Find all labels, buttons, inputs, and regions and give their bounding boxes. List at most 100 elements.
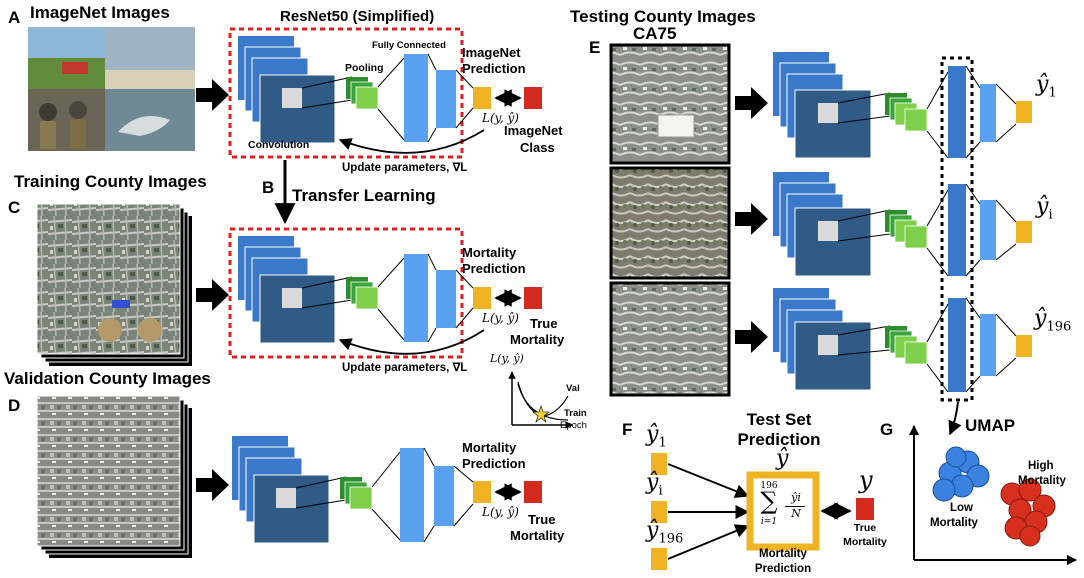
frac-den: N: [791, 507, 801, 520]
true-mortality-box: [856, 498, 874, 520]
pooling-label: Pooling: [345, 62, 384, 74]
arrow-d-to-network: [196, 469, 229, 501]
arrow-c-to-network: [196, 279, 229, 311]
training-true-1: True: [530, 316, 558, 331]
loss-label-d: L(y, ŷ): [482, 505, 519, 519]
test-output-i: ŷi: [1036, 194, 1053, 223]
agg-true-y: y: [859, 466, 873, 494]
panel-a-title: ImageNet Images: [30, 3, 170, 22]
agg-label-i: ŷi: [646, 470, 663, 499]
agg-arrow-1: [667, 463, 750, 498]
mean-aggregation-box: [746, 471, 820, 551]
validation-prediction-2: Prediction: [462, 456, 526, 471]
panel-f-title-2: Prediction: [737, 430, 821, 449]
network-e1: [773, 52, 1032, 159]
sum-symbol: ∑: [760, 487, 778, 515]
validation-prediction-box: [473, 481, 491, 503]
update-arrow-c: [338, 329, 485, 355]
agg-y196-box: [651, 548, 667, 570]
arrow-e3: [735, 321, 768, 353]
loss-curve-plot: [508, 371, 573, 429]
validation-image-stack: [36, 395, 192, 558]
sum-lower: i=1: [760, 517, 778, 527]
panel-e-title: Testing County Images: [570, 7, 756, 26]
validation-true-2: Mortality: [510, 528, 565, 543]
imagenet-prediction-2: Prediction: [462, 61, 526, 76]
high-mortality-cluster: [1000, 478, 1056, 547]
sum-upper: 196: [760, 481, 778, 491]
panel-e-subtitle: CA75: [633, 24, 677, 43]
agg-label-196: ŷ196: [646, 518, 684, 547]
training-image-stack: [36, 203, 192, 366]
agg-prediction-2: Prediction: [754, 563, 812, 575]
panel-letter-c: C: [8, 198, 21, 217]
convolution-label: Convolution: [248, 139, 310, 151]
arrow-e1: [735, 87, 768, 119]
high-mortality-2: Mortality: [1018, 475, 1066, 487]
agg-yi-box: [651, 501, 667, 523]
test-output-1: ŷ1: [1036, 72, 1057, 101]
best-epoch-star: [532, 405, 550, 423]
imagenet-class-box: [524, 87, 542, 109]
panel-letter-b: B: [262, 178, 275, 197]
loss-curve-val: Val: [566, 383, 580, 394]
imagenet-image-collage: [28, 27, 195, 151]
frac-bar: [785, 506, 805, 507]
imagenet-prediction-box: [473, 87, 491, 109]
panel-letter-e: E: [589, 38, 601, 57]
training-prediction-1: Mortality: [462, 245, 517, 260]
test-image-2: [609, 166, 731, 280]
training-prediction-box: [473, 287, 491, 309]
panel-letter-f: F: [622, 420, 633, 439]
network-a: [228, 27, 474, 159]
agg-arrow-196: [667, 524, 750, 560]
network-title: ResNet50 (Simplified): [280, 8, 435, 25]
test-image-1: [609, 43, 731, 165]
update-params-c: Update parameters, ∇L: [342, 362, 468, 374]
training-true-2: Mortality: [510, 332, 565, 347]
network-e2: [773, 172, 1032, 277]
validation-true-box: [524, 481, 542, 503]
panel-letter-d: D: [8, 396, 21, 415]
validation-true-1: True: [528, 512, 556, 527]
training-prediction-2: Prediction: [462, 261, 526, 276]
panel-letter-g: G: [880, 420, 894, 439]
embedding-to-umap-arrow: [948, 401, 962, 436]
panel-c-title: Training County Images: [14, 172, 207, 191]
high-mortality-1: High: [1028, 460, 1054, 472]
panel-b-title: Transfer Learning: [292, 186, 436, 205]
validation-prediction-1: Mortality: [462, 440, 517, 455]
test-output-196: ŷ196: [1034, 306, 1072, 335]
update-arrow-a: [338, 129, 485, 154]
agg-mean-hat: ŷ: [776, 446, 789, 471]
train-curve: [517, 383, 569, 421]
agg-true-1: True: [853, 522, 877, 534]
test-image-3: [609, 281, 731, 397]
embedding-layer-box: [940, 56, 974, 402]
panel-d-title: Validation County Images: [4, 369, 211, 388]
mean-formula: 196 ∑ i=1 ŷi N: [757, 481, 811, 541]
imagenet-class-1: ImageNet: [504, 123, 563, 138]
network-d: [232, 436, 474, 544]
frac-num: ŷi: [791, 491, 801, 504]
low-mortality-cluster: [932, 446, 990, 502]
loss-curve-train: Train: [564, 408, 587, 419]
fully-connected-label: Fully Connected: [372, 40, 446, 51]
low-mortality-2: Mortality: [930, 517, 978, 529]
imagenet-class-2: Class: [520, 140, 555, 155]
low-mortality-1: Low: [950, 502, 973, 514]
agg-prediction-1: Mortality: [759, 548, 807, 560]
network-e3: [773, 288, 1032, 393]
training-true-box: [524, 287, 542, 309]
update-params-a: Update parameters, ∇L: [342, 162, 468, 174]
agg-y1-box: [651, 453, 667, 475]
agg-label-1: ŷ1: [646, 422, 667, 451]
agg-true-2: Mortality: [843, 536, 887, 548]
loss-curve-ylabel: L(y, ŷ): [490, 352, 524, 365]
panel-f-title-1: Test Set: [746, 410, 812, 429]
arrow-a-to-network: [196, 79, 229, 111]
val-curve: [517, 381, 569, 416]
panel-letter-a: A: [8, 8, 21, 27]
